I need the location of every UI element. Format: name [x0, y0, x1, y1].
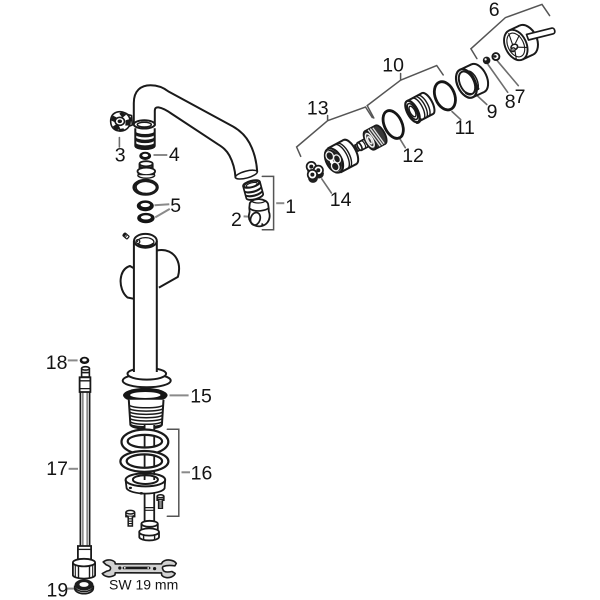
svg-text:7: 7: [515, 86, 526, 108]
svg-text:14: 14: [330, 189, 352, 211]
svg-text:16: 16: [191, 462, 213, 484]
svg-text:6: 6: [489, 0, 500, 21]
svg-text:19: 19: [47, 580, 69, 600]
svg-text:10: 10: [382, 54, 404, 76]
svg-text:17: 17: [46, 458, 68, 480]
svg-text:9: 9: [487, 101, 498, 123]
svg-text:1: 1: [285, 196, 296, 218]
svg-text:SW 19 mm: SW 19 mm: [109, 577, 178, 593]
svg-text:5: 5: [170, 195, 181, 217]
svg-text:13: 13: [307, 97, 329, 119]
svg-text:12: 12: [402, 145, 424, 167]
svg-text:3: 3: [115, 144, 126, 166]
svg-text:15: 15: [190, 385, 212, 407]
svg-text:11: 11: [455, 117, 475, 139]
svg-text:18: 18: [46, 352, 68, 374]
svg-text:8: 8: [505, 91, 516, 113]
svg-text:2: 2: [231, 209, 242, 231]
svg-text:4: 4: [169, 144, 180, 166]
